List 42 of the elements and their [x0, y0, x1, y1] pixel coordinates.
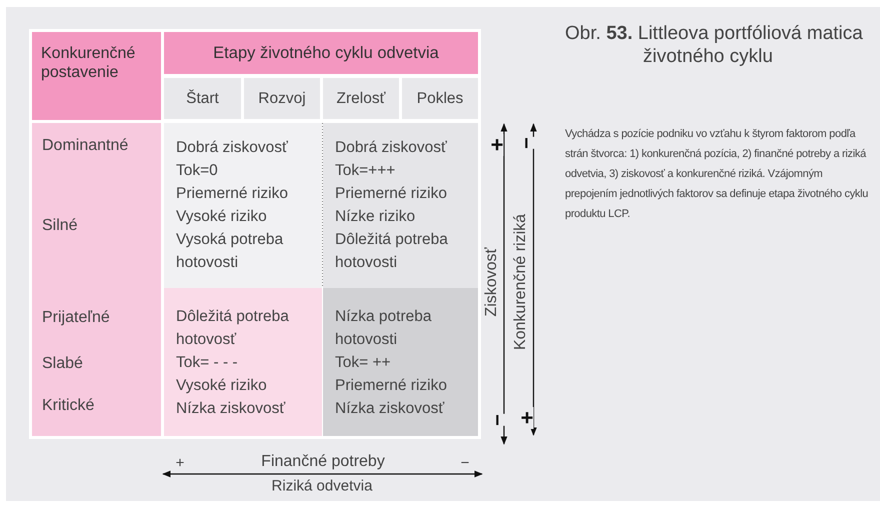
header-text: Konkurenčné postavenie [41, 44, 136, 82]
row-label: Kritické [42, 396, 94, 416]
cell-text: Dôležitá potreba hotovosť [176, 307, 290, 350]
axis-label: + [520, 407, 534, 429]
header-text: Štart [186, 88, 219, 109]
cell-text: Tok= - - - [176, 353, 239, 373]
header-text: Zrelosť [336, 88, 386, 109]
cell-text: Nízka potreba hotovosti [335, 307, 432, 350]
cell-text: Tok= ++ [335, 353, 392, 373]
cell-text: Tok=+++ [335, 161, 396, 181]
cell-text: Vysoká potreba hotovosti [176, 230, 284, 273]
row-header-column [32, 123, 161, 436]
cell-text: Priemerné riziko [176, 184, 289, 204]
cell-text: Priemerné riziko [335, 184, 448, 204]
header-text: Etapy životného cyklu odvetvia [212, 42, 439, 64]
row-label: Slabé [42, 354, 83, 374]
axis-label: Riziká odvetvia [272, 478, 372, 494]
matrix-cell [164, 288, 322, 436]
cell-text: Tok=0 [176, 161, 219, 181]
cell-text: Priemerné riziko [335, 376, 448, 396]
row-label: Silné [42, 216, 78, 236]
header-text: Pokles [416, 88, 464, 109]
row-label: Dominantné [42, 136, 128, 156]
row-label: Prijateľné [42, 308, 110, 328]
axis-label: + [490, 134, 504, 156]
header-text: Rozvoj [258, 88, 306, 109]
cell-text: Nízka ziskovosť [176, 399, 286, 419]
header-cell [164, 32, 478, 74]
figure-title: Obr. 53. Littleova portfóliová matica životného cyklu [565, 22, 864, 68]
figure-caption: Vychádza s pozície podniku vo vzťahu k štyrom faktorom podľa strán štvorca: 1) konkurenčná pozícia, 2) finančné potreby a riziká odvetvia, 3) ziskovosť a konkurenčné riziká. Vzájomným prepojením jednotlivých faktorov sa definuje etapa životného cyklu produktu LCP. [565, 127, 870, 222]
cell-text: Nízka ziskovosť [335, 399, 446, 419]
cell-text: Dobrá ziskovosť [176, 138, 289, 158]
matrix-cell [164, 123, 322, 288]
matrix-cell [323, 123, 478, 288]
header-cell [32, 32, 161, 120]
cell-text: Nízke riziko [335, 207, 416, 227]
cell-text: Vysoké riziko [176, 207, 268, 227]
matrix-cell [323, 288, 478, 436]
cell-text: Dobrá ziskovosť [335, 138, 448, 158]
cell-text: Vysoké riziko [176, 376, 268, 396]
axis-label: Finančné potreby [261, 454, 385, 470]
cell-text: Dôležitá potreba hotovosti [335, 230, 449, 273]
